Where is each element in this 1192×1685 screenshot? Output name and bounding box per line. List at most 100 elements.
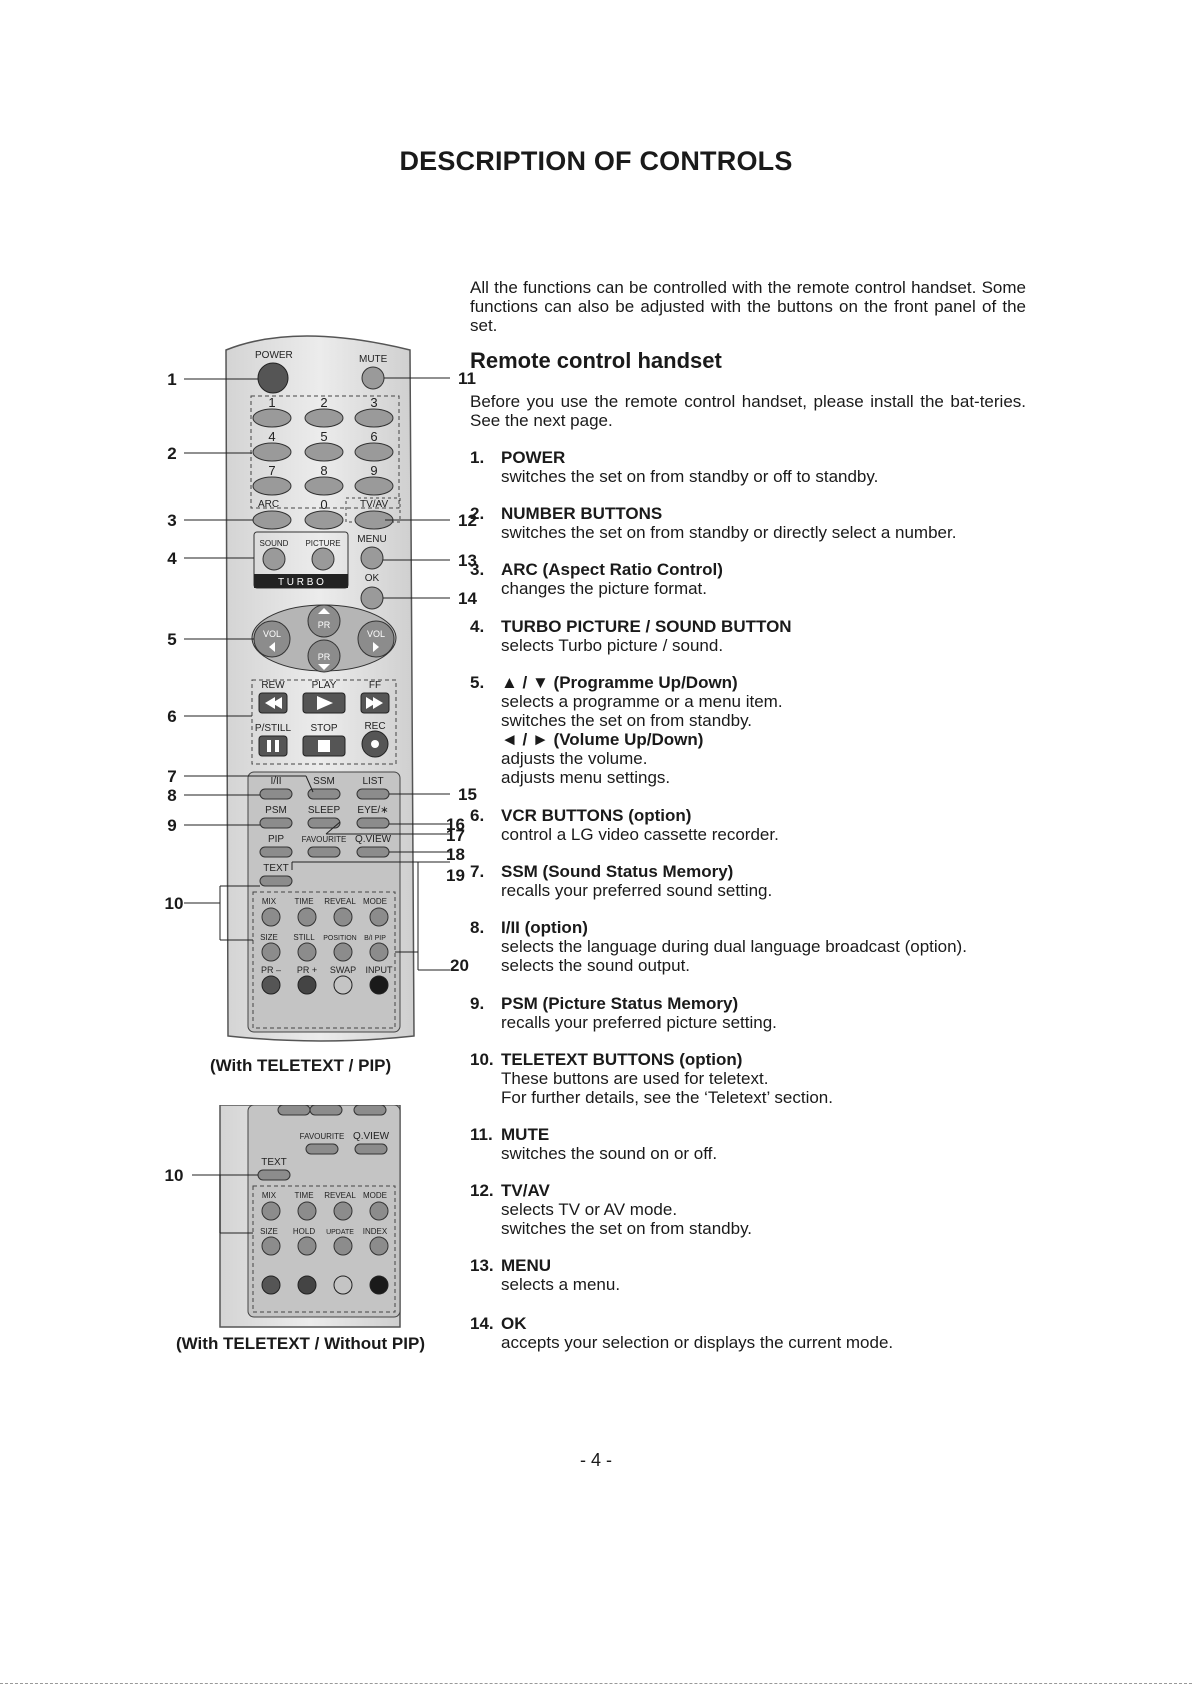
digit-9-button[interactable] (354, 476, 394, 496)
item-number-buttons: 2.NUMBER BUTTONS switches the set on fro… (470, 504, 957, 542)
pr-down-button[interactable] (307, 639, 341, 673)
section-heading: Remote control handset (470, 348, 722, 373)
digit-6-button[interactable] (354, 442, 394, 462)
top-button-2[interactable] (309, 1105, 343, 1116)
label-power: POWER (255, 350, 293, 361)
still-button[interactable] (297, 942, 317, 962)
pip-button[interactable] (259, 846, 293, 858)
callout-14: 14 (458, 589, 477, 608)
number-pad-frame (250, 395, 400, 509)
zero-button[interactable] (304, 510, 344, 530)
red-button-2[interactable] (261, 1275, 281, 1295)
index-button[interactable] (369, 1236, 389, 1256)
text-button[interactable] (259, 875, 293, 887)
yellow-swap-button[interactable] (333, 975, 353, 995)
size-button-2[interactable] (261, 1236, 281, 1256)
mix-button-2[interactable] (261, 1201, 281, 1221)
pstill-button[interactable] (258, 735, 288, 757)
label-swap: SWAP (330, 965, 356, 975)
time-button[interactable] (297, 907, 317, 927)
label-text-2: TEXT (261, 1157, 287, 1168)
mute-button[interactable] (361, 366, 385, 390)
update-button[interactable] (333, 1236, 353, 1256)
pr-up-button[interactable] (307, 604, 341, 638)
green-button-2[interactable] (297, 1275, 317, 1295)
vol-down-button[interactable] (253, 620, 291, 658)
time-button-2[interactable] (297, 1201, 317, 1221)
reveal-button[interactable] (333, 907, 353, 927)
turbo-picture-button[interactable] (311, 547, 335, 571)
digit-5-button[interactable] (304, 442, 344, 462)
item-psm: 9.PSM (Picture Status Memory) recalls yo… (470, 994, 777, 1032)
callout-10-nopip: 10 (165, 1166, 184, 1185)
intro-paragraph: All the functions can be controlled with… (470, 278, 1026, 335)
favourite-button[interactable] (307, 846, 341, 858)
green-pr-plus-button[interactable] (297, 975, 317, 995)
mode-button-2[interactable] (369, 1201, 389, 1221)
psm-button[interactable] (259, 817, 293, 829)
sleep-button[interactable] (307, 817, 341, 829)
turbo-sound-button[interactable] (262, 547, 286, 571)
reveal-button-2[interactable] (333, 1201, 353, 1221)
digit-1-button[interactable] (252, 408, 292, 428)
ssm-button[interactable] (307, 788, 341, 800)
top-button-3[interactable] (353, 1105, 387, 1116)
text-button-2[interactable] (257, 1169, 291, 1181)
mix-button[interactable] (261, 907, 281, 927)
label-qview-2: Q.VIEW (353, 1131, 390, 1142)
menu-button[interactable] (360, 546, 384, 570)
label-rew: REW (261, 680, 285, 691)
label-index: INDEX (363, 1227, 388, 1236)
callout-lines-2 (192, 1174, 258, 1234)
bw-pip-button[interactable] (369, 942, 389, 962)
power-button[interactable] (257, 362, 289, 394)
label-mute: MUTE (359, 354, 388, 365)
list-button[interactable] (356, 788, 390, 800)
label-size-2: SIZE (260, 1227, 278, 1236)
callout-12: 12 (458, 511, 477, 530)
callout-19: 19 (446, 866, 465, 885)
label-rec: REC (364, 721, 385, 732)
label-menu: MENU (357, 534, 386, 545)
arc-button[interactable] (252, 510, 292, 530)
svg-text:3: 3 (370, 395, 377, 410)
caption-pip: (With TELETEXT / PIP) (210, 1056, 392, 1075)
qview-button[interactable] (356, 846, 390, 858)
top-button-1[interactable] (277, 1105, 311, 1116)
digit-8-button[interactable] (304, 476, 344, 496)
label-time-2: TIME (294, 1191, 313, 1200)
label-pstill: P/STILL (255, 723, 292, 734)
label-update: UPDATE (326, 1229, 354, 1236)
i-ii-button[interactable] (259, 788, 293, 800)
page-number: - 4 - (579, 1450, 612, 1470)
teletext-frame-2 (252, 1185, 396, 1313)
hold-button[interactable] (297, 1236, 317, 1256)
label-position: POSITION (323, 935, 356, 942)
favourite-button-2[interactable] (305, 1143, 339, 1155)
cyan-input-button[interactable] (369, 975, 389, 995)
ok-button[interactable] (360, 586, 384, 610)
label-pr-down: PR (318, 652, 331, 662)
remote-illustration-nopip: FAVOURITE Q.VIEW TEXT MIX TIME REVEAL MO… (165, 1105, 401, 1328)
mode-button[interactable] (369, 907, 389, 927)
eye-button[interactable] (356, 817, 390, 829)
label-ff: FF (369, 680, 381, 691)
red-pr-minus-button[interactable] (261, 975, 281, 995)
digit-7-button[interactable] (252, 476, 292, 496)
digit-3-button[interactable] (354, 408, 394, 428)
svg-text:5: 5 (320, 429, 327, 444)
label-bw-pip: B/I PIP (364, 935, 386, 942)
callout-3: 3 (167, 511, 176, 530)
qview-button-2[interactable] (354, 1143, 388, 1155)
position-button[interactable] (333, 942, 353, 962)
callout-2: 2 (167, 444, 176, 463)
pause-icon (267, 740, 279, 752)
size-button[interactable] (261, 942, 281, 962)
digit-2-button[interactable] (304, 408, 344, 428)
yellow-button-2[interactable] (333, 1275, 353, 1295)
digit-4-button[interactable] (252, 442, 292, 462)
label-zero: 0 (320, 497, 327, 512)
cyan-button-2[interactable] (369, 1275, 389, 1295)
vol-up-button[interactable] (357, 620, 395, 658)
svg-text:2: 2 (320, 395, 327, 410)
